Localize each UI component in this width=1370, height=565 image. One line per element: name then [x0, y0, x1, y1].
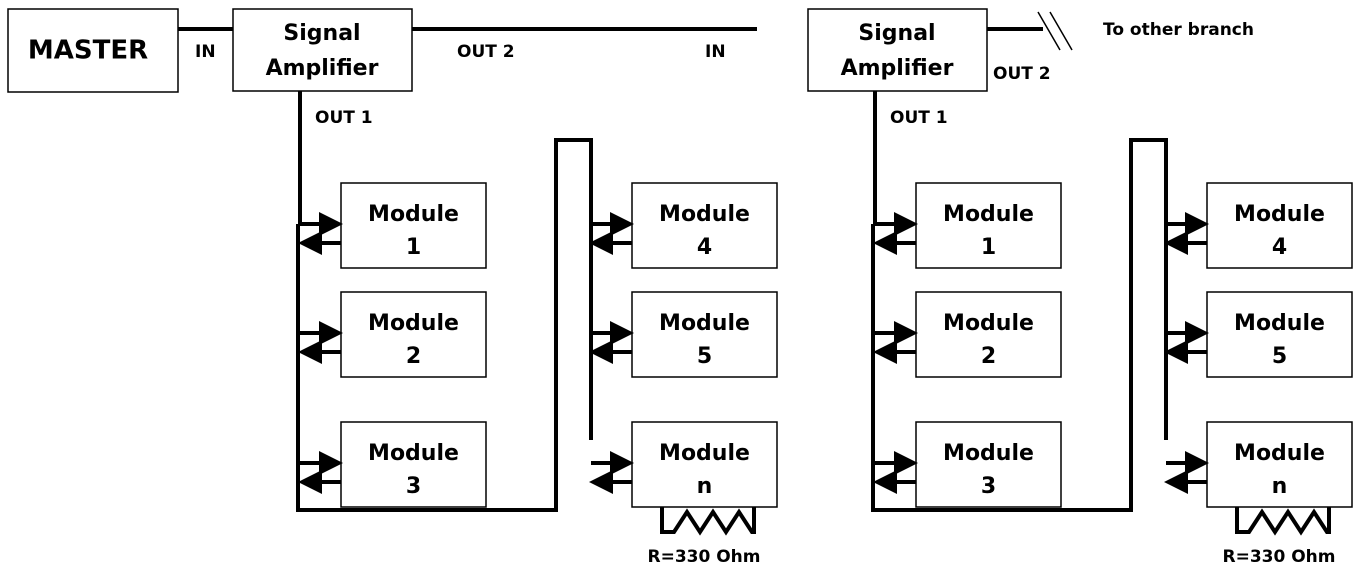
amplifier-label-line1: Signal [283, 21, 360, 46]
module-number: n [1272, 474, 1288, 499]
main-bus [178, 11, 1073, 51]
module-number: 3 [406, 474, 421, 499]
amplifier-label-line2: Amplifier [841, 56, 954, 81]
module-label: Module [943, 202, 1034, 227]
resistor-icon [1235, 507, 1331, 536]
module-2: Module 2 [298, 291, 487, 378]
termination-resistor: R=330 Ohm [1222, 507, 1336, 565]
resistor-label: R=330 Ohm [647, 547, 760, 565]
module-3: Module 3 [873, 421, 1062, 508]
module-label: Module [659, 202, 750, 227]
module-number: 1 [406, 235, 421, 260]
module-label: Module [943, 311, 1034, 336]
module-5: Module 5 [1164, 291, 1353, 378]
module-label: Module [659, 441, 750, 466]
amplifier-out1-label: OUT 1 [890, 108, 948, 128]
module-n: Module n [589, 421, 778, 508]
module-label: Module [368, 202, 459, 227]
master-in-label: IN [195, 42, 216, 62]
module-5: Module 5 [589, 291, 778, 378]
module-number: 4 [697, 235, 712, 260]
module-label: Module [1234, 441, 1325, 466]
module-label: Module [1234, 202, 1325, 227]
amplifier-out1-label: OUT 1 [315, 108, 373, 128]
amp2-in-label: IN [705, 42, 726, 62]
master-node: MASTER [7, 8, 179, 93]
module-number: n [697, 474, 713, 499]
module-number: 3 [981, 474, 996, 499]
module-label: Module [943, 441, 1034, 466]
module-number: 4 [1272, 235, 1287, 260]
module-number: 2 [406, 344, 421, 369]
amp1-out2-label: OUT 2 [457, 42, 515, 62]
module-3: Module 3 [298, 421, 487, 508]
module-n: Module n [1164, 421, 1353, 508]
resistor-label: R=330 Ohm [1222, 547, 1335, 565]
module-label: Module [368, 441, 459, 466]
amplifier-label-line2: Amplifier [266, 56, 379, 81]
module-4: Module 4 [1164, 182, 1353, 269]
module-2: Module 2 [873, 291, 1062, 378]
module-1: Module 1 [873, 182, 1062, 269]
module-4: Module 4 [589, 182, 778, 269]
resistor-icon [660, 507, 756, 536]
module-number: 2 [981, 344, 996, 369]
module-number: 5 [697, 344, 712, 369]
module-number: 5 [1272, 344, 1287, 369]
termination-resistor: R=330 Ohm [647, 507, 761, 565]
module-number: 1 [981, 235, 996, 260]
master-label: MASTER [28, 36, 148, 66]
amplifier-label-line1: Signal [858, 21, 935, 46]
module-label: Module [368, 311, 459, 336]
module-label: Module [1234, 311, 1325, 336]
module-1: Module 1 [298, 182, 487, 269]
module-label: Module [659, 311, 750, 336]
to-other-branch-label: To other branch [1103, 20, 1254, 40]
amp2-out2-label: OUT 2 [993, 64, 1051, 84]
